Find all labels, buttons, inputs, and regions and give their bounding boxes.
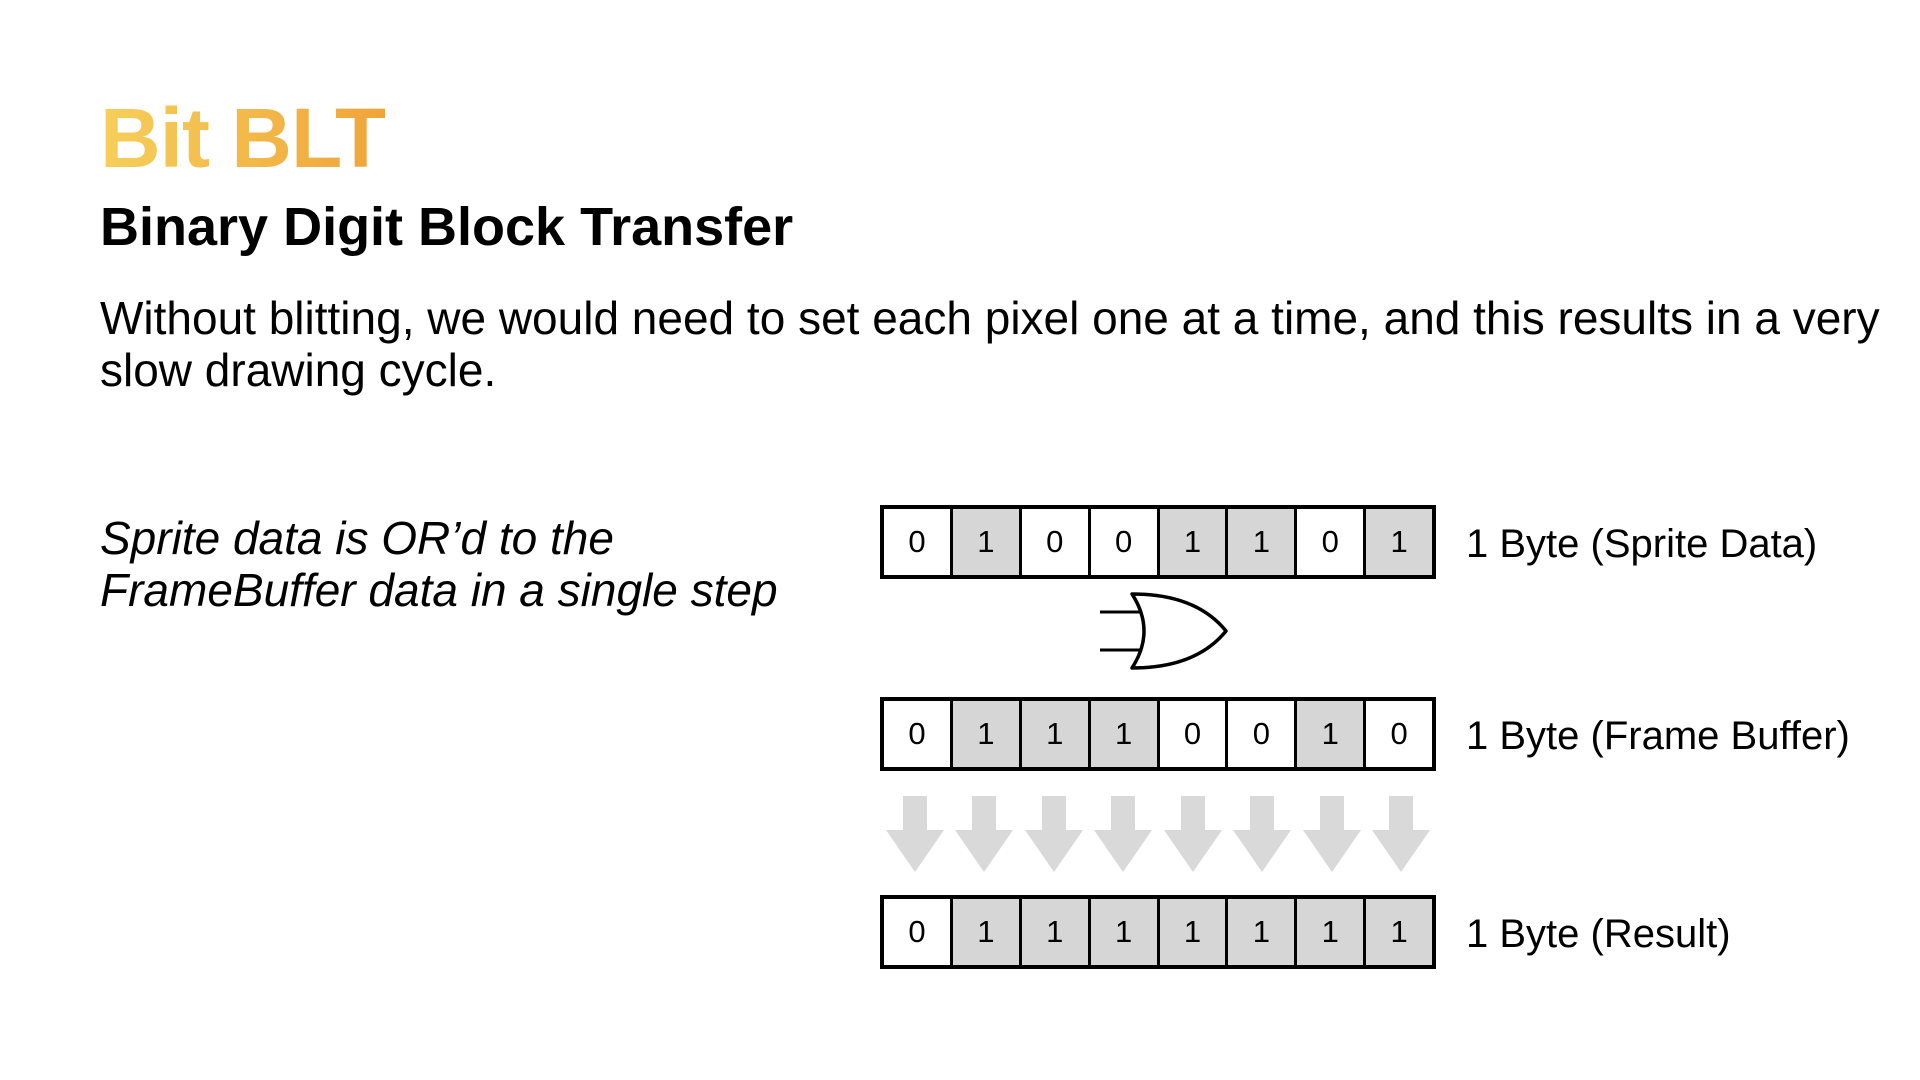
bit-cell: 1: [1228, 899, 1298, 965]
sprite-data-label: 1 Byte (Sprite Data): [1466, 522, 1818, 566]
bit-cell: 0: [1021, 509, 1091, 575]
down-arrows: [880, 796, 1436, 872]
down-arrow-icon: [1228, 796, 1298, 872]
down-arrow-icon: [1089, 796, 1159, 872]
bit-cell: 0: [884, 701, 953, 767]
bit-cell: 1: [1090, 899, 1160, 965]
bit-cell: 0: [1297, 509, 1367, 575]
bit-cell: 1: [952, 701, 1022, 767]
body-paragraph: Without blitting, we would need to set e…: [100, 292, 1880, 396]
bit-cell: 0: [1228, 701, 1298, 767]
bit-cell: 1: [1297, 899, 1367, 965]
bit-cell: 0: [1366, 701, 1432, 767]
down-arrow-icon: [1019, 796, 1089, 872]
bit-cell: 1: [952, 509, 1022, 575]
bit-cell: 1: [1297, 701, 1367, 767]
caption: Sprite data is OR’d to the FrameBuffer d…: [100, 512, 840, 616]
frame-buffer-label: 1 Byte (Frame Buffer): [1466, 714, 1850, 758]
bit-cell: 1: [1021, 899, 1091, 965]
down-arrow-icon: [1297, 796, 1367, 872]
bit-cell: 1: [1021, 701, 1091, 767]
slide-title: Bit BLT: [100, 91, 386, 185]
bit-cell: 1: [1366, 509, 1432, 575]
down-arrow-icon: [1158, 796, 1228, 872]
caption-line-1: Sprite data is OR’d to the: [100, 512, 614, 564]
bit-cell: 1: [1228, 509, 1298, 575]
bit-cell: 0: [1159, 701, 1229, 767]
result-label: 1 Byte (Result): [1466, 912, 1731, 956]
down-arrow-icon: [950, 796, 1020, 872]
bit-cell: 0: [1090, 509, 1160, 575]
down-arrow-icon: [880, 796, 950, 872]
or-gate-icon: [1100, 590, 1232, 677]
bit-cell: 1: [1366, 899, 1432, 965]
bit-cell: 0: [884, 509, 953, 575]
bit-cell: 1: [952, 899, 1022, 965]
caption-line-2: FrameBuffer data in a single step: [100, 564, 778, 616]
bit-cell: 1: [1090, 701, 1160, 767]
bit-cell: 1: [1159, 509, 1229, 575]
down-arrow-icon: [1367, 796, 1437, 872]
bit-cell: 1: [1159, 899, 1229, 965]
slide-subtitle: Binary Digit Block Transfer: [100, 197, 794, 257]
bit-cell: 0: [884, 899, 953, 965]
